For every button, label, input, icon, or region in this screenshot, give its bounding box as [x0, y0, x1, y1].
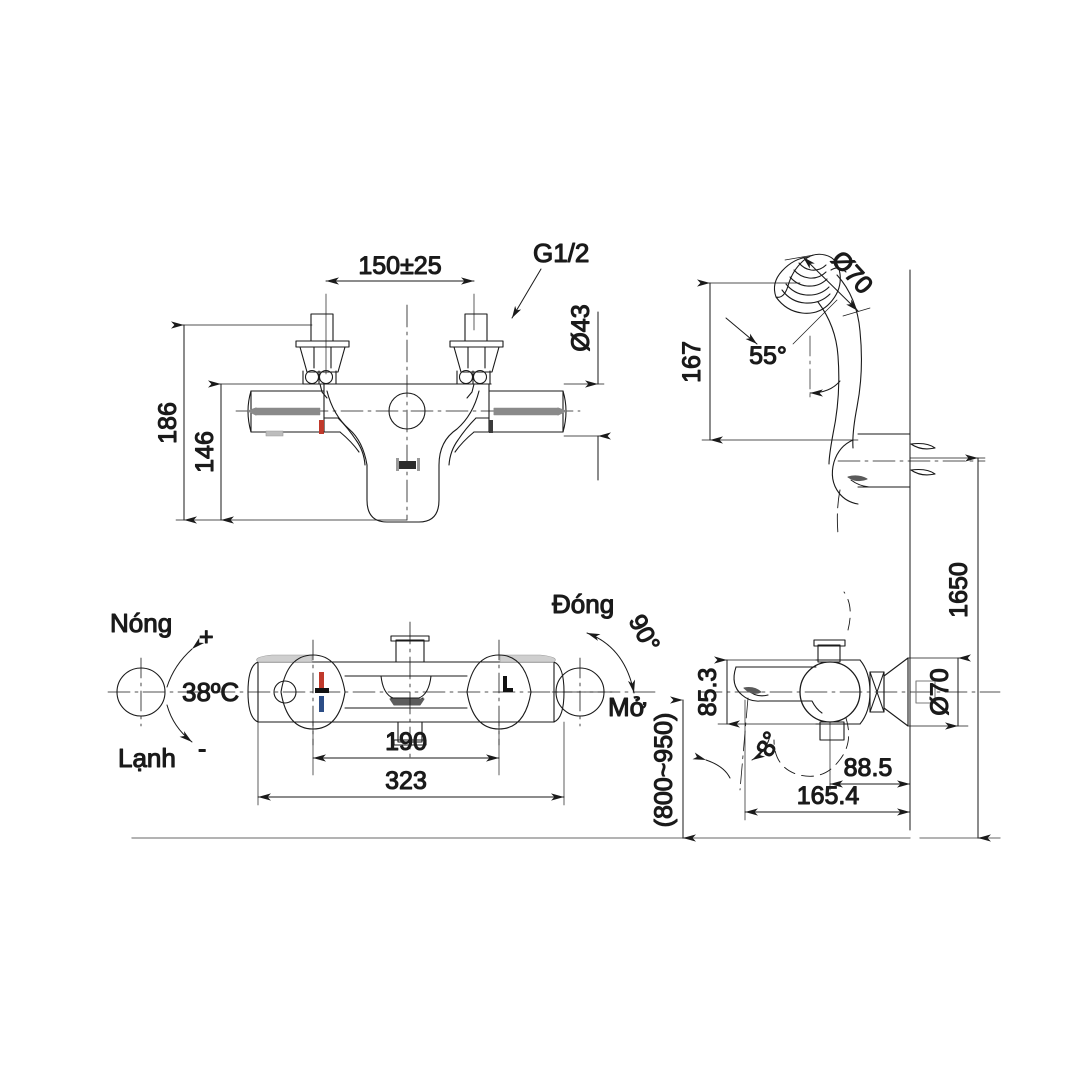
installation-height-view: (800~950) 1650: [131, 454, 1001, 842]
label-plus: +: [199, 623, 214, 651]
dim-diameter-70-escutcheon-label: Ø70: [926, 668, 954, 715]
dim-diameter-43-label: Ø43: [567, 304, 595, 351]
dim-diameter-70-head-label: Ø70: [826, 246, 878, 300]
dim-146-label: 146: [191, 431, 219, 473]
callout-g12-label: G1/2: [533, 238, 589, 268]
angle-8-label: 8°: [751, 727, 787, 761]
left-inlet-fitting: [295, 313, 350, 399]
dim-323-label: 323: [385, 767, 427, 795]
label-cold: Lạnh: [118, 743, 176, 773]
dim-88-5-label: 88.5: [844, 754, 893, 782]
label-close-dong: Đóng: [552, 589, 614, 619]
label-open-mo: Mở: [608, 692, 647, 722]
label-temperature-38c: 38ºC: [182, 677, 239, 707]
dim-186-label: 186: [154, 402, 182, 444]
mixer-plan-body: [247, 621, 565, 761]
dim-150-label: 150±25: [358, 252, 441, 280]
dim-install-height-range-label: (800~950): [650, 713, 678, 828]
dim-167-label: 167: [678, 341, 706, 383]
bottom-plan-view: 190 323 Nóng Lạnh 38ºC + - Đóng Mở 90°: [107, 588, 666, 806]
shower-holder-bracket: [831, 433, 936, 535]
dim-1650-label: 1650: [945, 562, 973, 618]
mixer-barrel-side: [773, 591, 936, 777]
mixer-body: [247, 383, 567, 523]
dim-165-4-label: 165.4: [797, 782, 860, 810]
dim-190-label: 190: [385, 728, 427, 756]
spout-side-profile: [733, 666, 823, 714]
front-elevation-view: 150±25 186 146 Ø43 G1/2: [153, 237, 611, 524]
handshower-view: 167 Ø70 55°: [677, 245, 986, 831]
right-inlet-fitting: [449, 313, 504, 399]
angle-90-label: 90°: [623, 610, 665, 657]
label-hot: Nóng: [110, 608, 172, 638]
side-elevation-view: 85.3 8° 88.5 165.4 Ø70: [692, 591, 1001, 821]
temperature-dial: [116, 657, 166, 727]
angle-55-label: 55°: [749, 342, 787, 370]
dim-85-3-label: 85.3: [694, 668, 722, 717]
label-minus: -: [198, 735, 206, 763]
